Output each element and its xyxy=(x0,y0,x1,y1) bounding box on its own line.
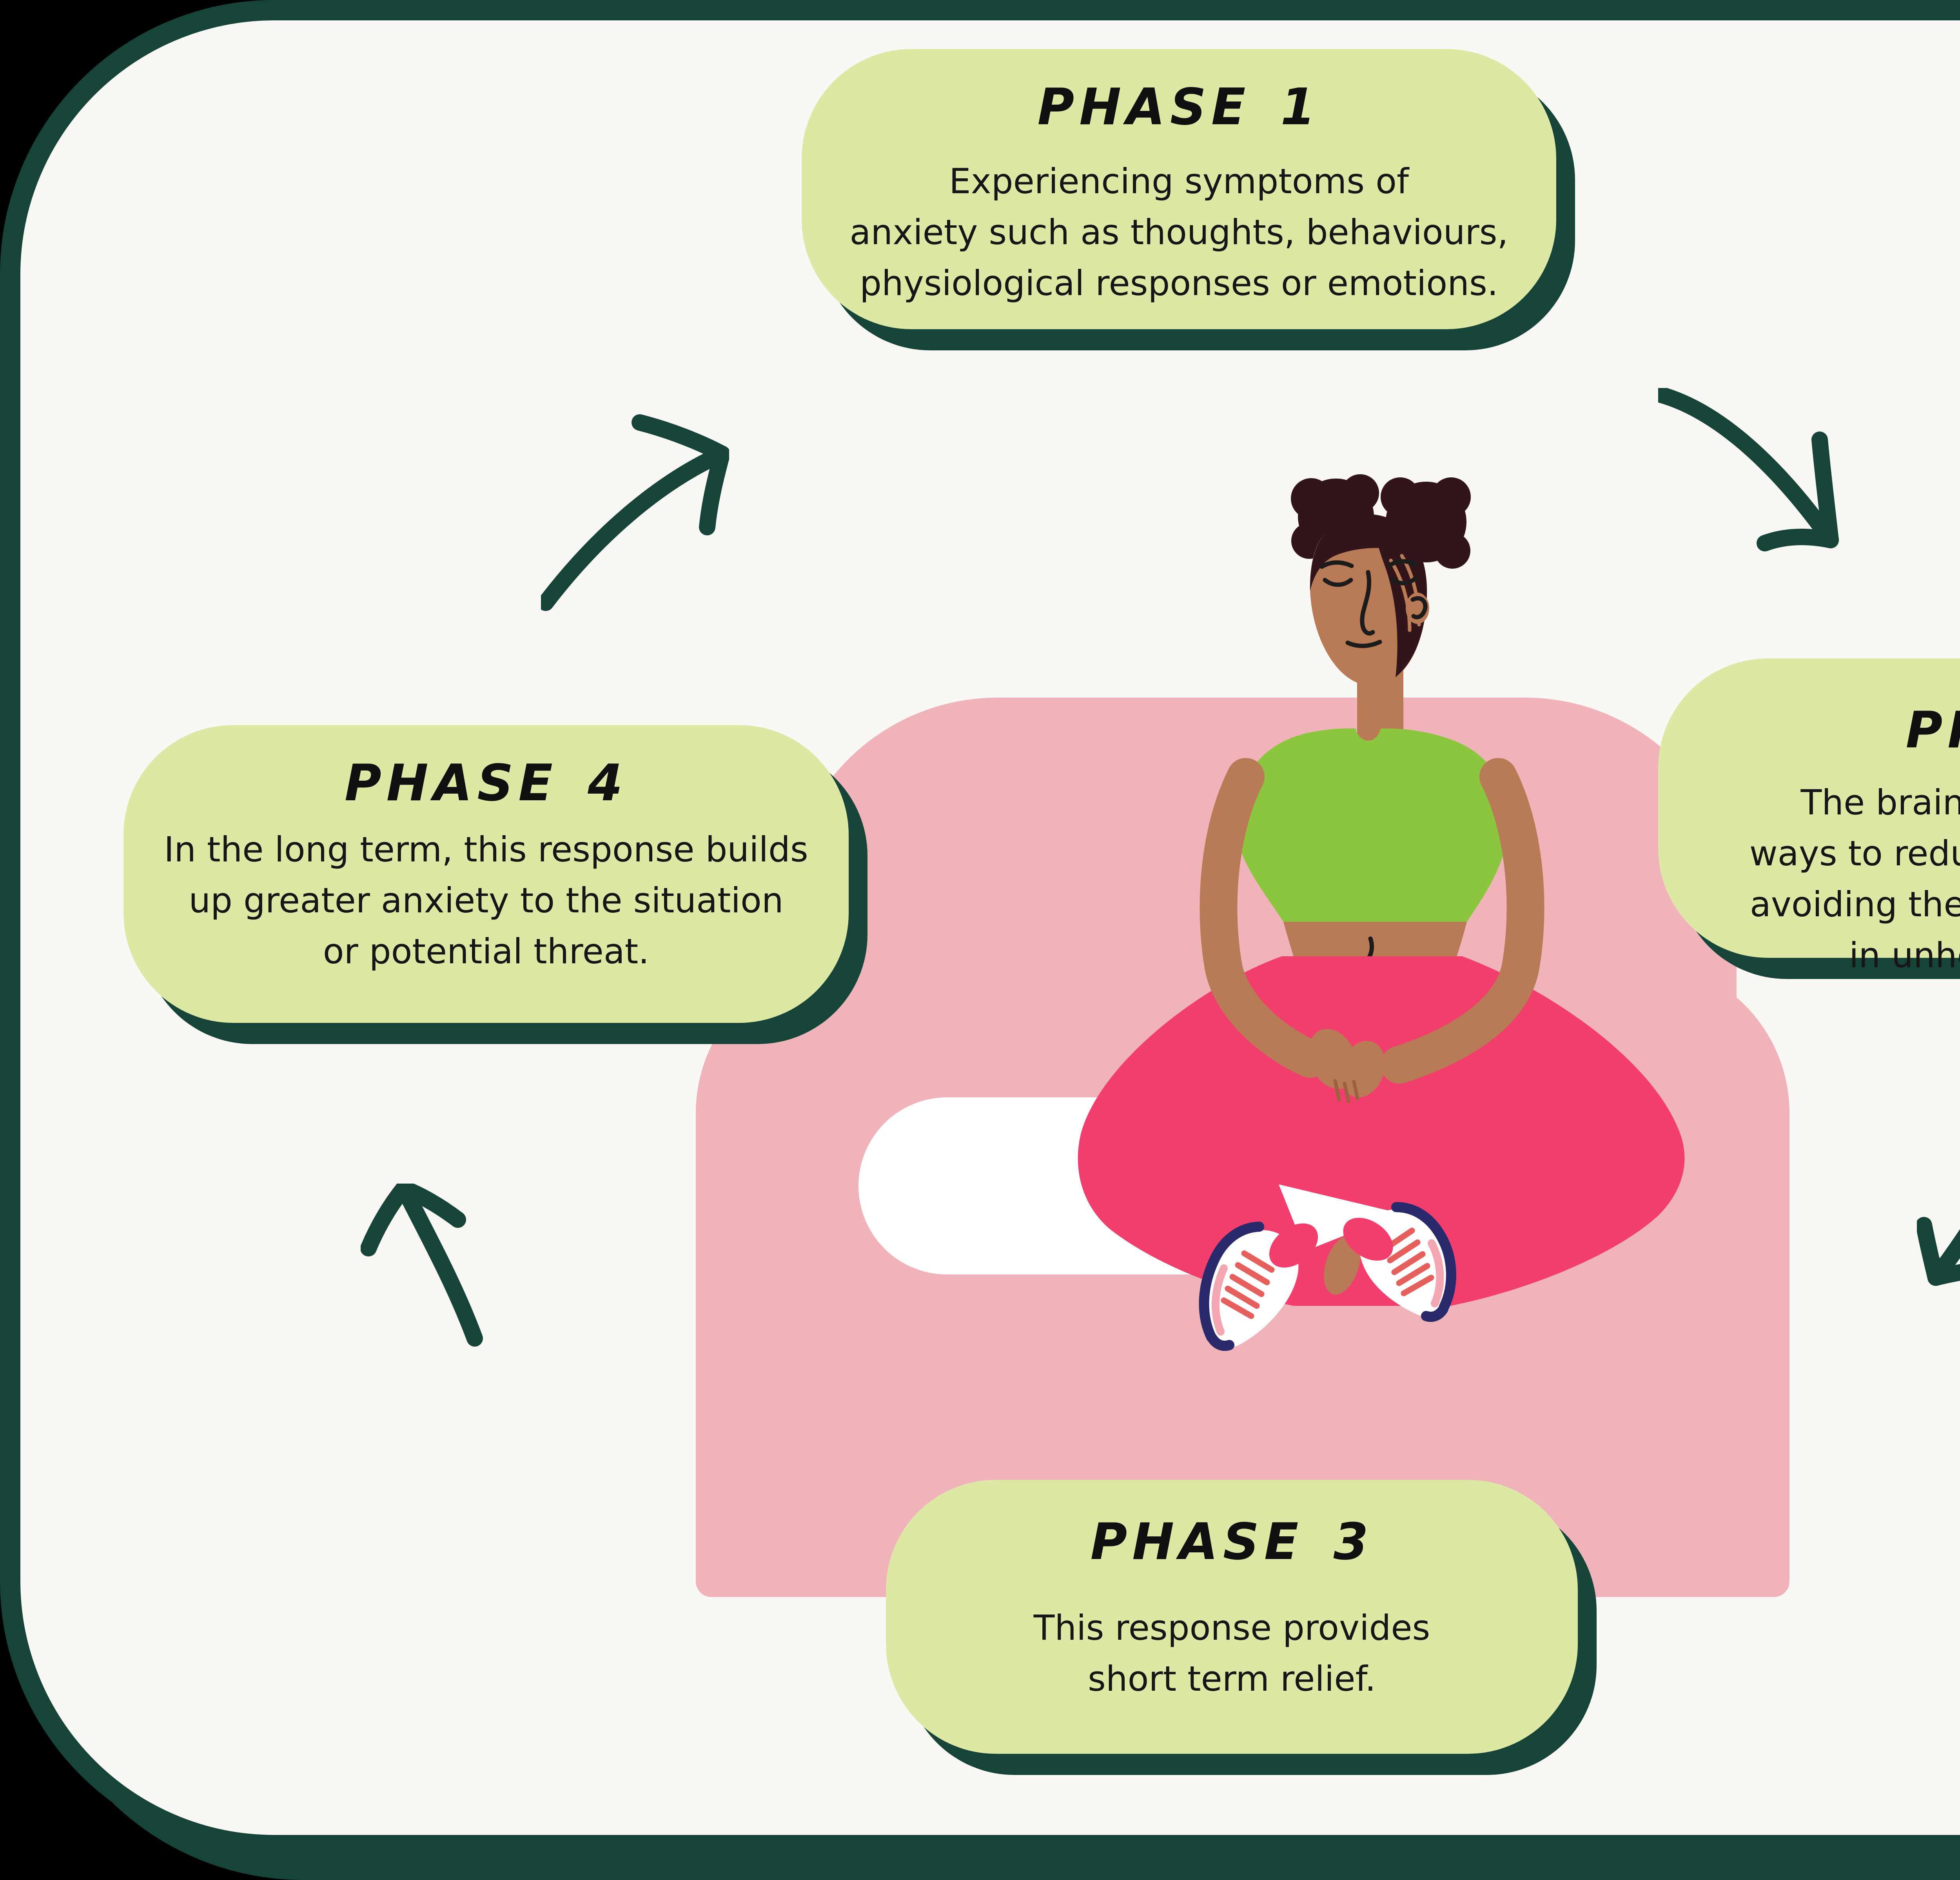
crossed-legs-pants xyxy=(1078,956,1685,1306)
right-eyebrow xyxy=(1388,559,1418,567)
phase-3-title: PHASE 3 xyxy=(1090,1513,1374,1571)
phase-3-card: PHASE 3 This response provides short ter… xyxy=(886,1480,1578,1754)
phase-4-line: In the long term, this response builds xyxy=(164,829,808,870)
left-arm xyxy=(1200,758,1329,1078)
phase-1-line: anxiety such as thoughts, behaviours, xyxy=(849,212,1508,252)
phase-4-description: In the long term, this response builds u… xyxy=(164,824,808,977)
phase-1-title: PHASE 1 xyxy=(1037,78,1321,136)
phase-4-line: up greater anxiety to the situation xyxy=(189,880,784,921)
arrow-phase1-to-phase2-icon xyxy=(1658,388,1839,551)
phase-2-line: in unhelpful behaviour. xyxy=(1849,935,1960,975)
phase-1-description: Experiencing symptoms of anxiety such as… xyxy=(849,156,1508,309)
phase-4-line: or potential threat. xyxy=(323,931,650,972)
pant-cuff-right xyxy=(1343,1218,1393,1261)
phase-3-line: short term relief. xyxy=(1087,1659,1376,1699)
nose xyxy=(1360,570,1375,636)
phase-4-card: PHASE 4 In the long term, this response … xyxy=(123,725,849,1023)
midriff xyxy=(1283,922,1467,959)
person xyxy=(1078,474,1685,1351)
left-eyebrow xyxy=(1319,560,1354,569)
phase-2-card: PHASE 2 The brain and body explores ways… xyxy=(1658,658,1960,975)
phase-2-line: ways to reduce symptoms such as xyxy=(1749,833,1960,874)
phase-4-title: PHASE 4 xyxy=(344,754,628,812)
sofa-person-illustration xyxy=(696,474,1789,1597)
phase-2-line: The brain and body explores xyxy=(1800,782,1960,823)
phase-2-title: PHASE 2 xyxy=(1906,701,1960,760)
mouth xyxy=(1345,640,1382,648)
pant-cuff-left xyxy=(1269,1223,1318,1268)
arrow-phase4-to-phase1-icon xyxy=(541,414,729,611)
phase-1-line: Experiencing symptoms of xyxy=(949,161,1409,201)
green-crop-top xyxy=(1235,728,1508,922)
phase-2-description: The brain and body explores ways to redu… xyxy=(1749,777,1960,981)
ankles xyxy=(1324,1235,1361,1295)
phase-3-description: This response provides short term relief… xyxy=(1034,1603,1430,1704)
phase-1-line: physiological responses or emotions. xyxy=(860,263,1498,303)
hair-swoop xyxy=(1370,515,1427,677)
right-eye-closed xyxy=(1389,576,1417,586)
phase-3-line: This response provides xyxy=(1033,1608,1430,1648)
left-eye-closed xyxy=(1323,578,1353,587)
phase-1-card: PHASE 1 Experiencing symptoms of anxiety… xyxy=(802,49,1556,329)
phase-2-line: avoiding the situation or engaging xyxy=(1749,884,1960,925)
right-arm xyxy=(1381,758,1544,1084)
arrow-phase2-to-phase3-icon xyxy=(1917,1217,1960,1286)
arrow-phase3-to-phase4-icon xyxy=(361,1184,483,1347)
